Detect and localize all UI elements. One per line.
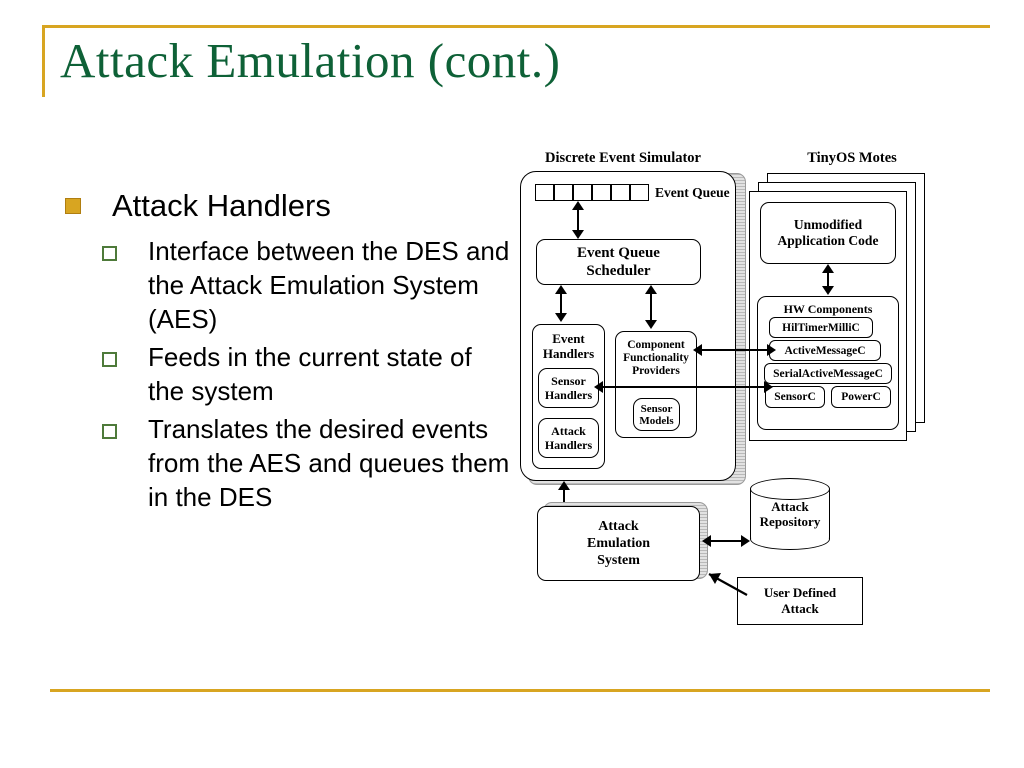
motes-heading: TinyOS Motes: [807, 150, 897, 166]
repository-label-line1: Attack: [771, 499, 809, 514]
title-rule-top: [42, 25, 990, 28]
bullet-level1-label: Attack Handlers: [112, 188, 331, 223]
event-queue-scheduler-box: Event Queue Scheduler: [536, 239, 701, 285]
bullet-level2-label: Feeds in the current state of the system: [148, 342, 472, 406]
des-aes-connector: [563, 488, 566, 512]
scheduler-label-line2: Scheduler: [586, 263, 651, 279]
sensor-handlers-label-line1: Sensor: [551, 374, 586, 388]
arrow-up-icon: [558, 481, 570, 490]
user-defined-attack-box: User Defined Attack: [737, 577, 863, 625]
event-queue-label: Event Queue: [655, 185, 730, 200]
component-powerc: PowerC: [831, 386, 891, 408]
des-heading: Discrete Event Simulator: [545, 150, 701, 166]
cfp-label-line1: Component: [627, 339, 685, 351]
arrow-right-icon: [741, 535, 750, 547]
bullet-level2-label: Translates the desired events from the A…: [148, 414, 510, 512]
component-activemessagec: ActiveMessageC: [769, 340, 881, 361]
unmodified-application-code-box: Unmodified Application Code: [760, 202, 896, 264]
square-bullet-icon: [65, 198, 81, 214]
architecture-diagram: Discrete Event Simulator TinyOS Motes Ev…: [505, 140, 945, 640]
hollow-square-bullet-icon: [102, 424, 117, 439]
appcode-hw-connector: [827, 271, 830, 288]
attack-handlers-label-line1: Attack: [551, 424, 586, 438]
arrow-up-icon: [645, 285, 657, 294]
bullet-level2-item: Translates the desired events from the A…: [60, 412, 510, 514]
sensorc-sensorhandlers-connector: [603, 386, 771, 389]
attack-handlers-label-line2: Handlers: [544, 438, 593, 452]
title-rule-left: [42, 25, 45, 97]
sensor-models-label-line2: Models: [639, 414, 674, 427]
arrow-right-icon: [767, 344, 776, 356]
component-serialactivemessagec: SerialActiveMessageC: [764, 363, 892, 384]
cfp-activemessage-connector: [702, 349, 774, 352]
aes-label-line3: System: [597, 553, 640, 568]
page-title: Attack Emulation (cont.): [60, 33, 561, 88]
scheduler-handlers-connector: [560, 292, 563, 315]
sensor-models-box: Sensor Models: [633, 398, 680, 431]
app-code-label-line1: Unmodified: [793, 217, 863, 232]
event-queue-cell: [535, 184, 554, 201]
event-handlers-label-line1: Event: [552, 331, 585, 346]
bullet-level2-label: Interface between the DES and the Attack…: [148, 236, 510, 334]
footer-rule: [50, 689, 990, 692]
hw-components-label: HW Components: [783, 302, 873, 316]
arrow-left-icon: [594, 381, 603, 393]
arrow-down-icon: [572, 230, 584, 239]
scheduler-cfp-connector: [650, 292, 653, 322]
hollow-square-bullet-icon: [102, 246, 117, 261]
sensor-handlers-box: Sensor Handlers: [538, 368, 599, 408]
arrow-down-icon: [555, 313, 567, 322]
bullet-level1-item: Attack Handlers: [60, 186, 510, 226]
arrow-left-icon: [693, 344, 702, 356]
component-hiltimermillic: HilTimerMilliC: [769, 317, 873, 338]
bullet-level2-item: Interface between the DES and the Attack…: [60, 234, 510, 336]
user-attack-label-line2: Attack: [781, 601, 819, 616]
arrow-down-icon: [645, 320, 657, 329]
cylinder-top: [750, 478, 830, 500]
event-queue-cell: [630, 184, 649, 201]
aes-repository-connector: [711, 540, 746, 543]
repository-label-line2: Repository: [759, 514, 821, 529]
event-queue-cell: [554, 184, 573, 201]
user-attack-aes-connector: [708, 573, 748, 596]
event-handlers-label-line2: Handlers: [542, 346, 595, 361]
event-queue-cell: [573, 184, 592, 201]
queue-scheduler-connector: [577, 208, 580, 232]
bullet-level2-item: Feeds in the current state of the system: [60, 340, 510, 408]
event-queue-cell: [592, 184, 611, 201]
attack-emulation-system-box: Attack Emulation System: [537, 506, 700, 581]
arrow-up-icon: [555, 285, 567, 294]
cfp-label-line2: Functionality: [623, 352, 689, 364]
sensor-handlers-label-line2: Handlers: [544, 388, 593, 402]
arrow-right-icon: [764, 381, 773, 393]
user-attack-label-line1: User Defined: [763, 585, 837, 600]
scheduler-label-line1: Event Queue: [577, 245, 660, 261]
aes-label-line1: Attack: [598, 519, 639, 534]
attack-repository-cylinder: Attack Repository: [750, 478, 830, 550]
sensor-models-label-line1: Sensor: [640, 402, 673, 415]
app-code-label-line2: Application Code: [777, 233, 879, 248]
arrow-up-icon: [822, 264, 834, 273]
attack-handlers-box: Attack Handlers: [538, 418, 599, 458]
arrow-left-icon: [702, 535, 711, 547]
attack-repository-label: Attack Repository: [750, 499, 830, 529]
component-sensorc: SensorC: [765, 386, 825, 408]
cfp-label-line3: Providers: [632, 365, 680, 377]
arrow-up-icon: [572, 201, 584, 210]
hollow-square-bullet-icon: [102, 352, 117, 367]
aes-label-line2: Emulation: [586, 536, 650, 551]
bullet-list: Attack Handlers Interface between the DE…: [60, 186, 510, 518]
arrow-down-icon: [822, 286, 834, 295]
event-queue-cell: [611, 184, 630, 201]
